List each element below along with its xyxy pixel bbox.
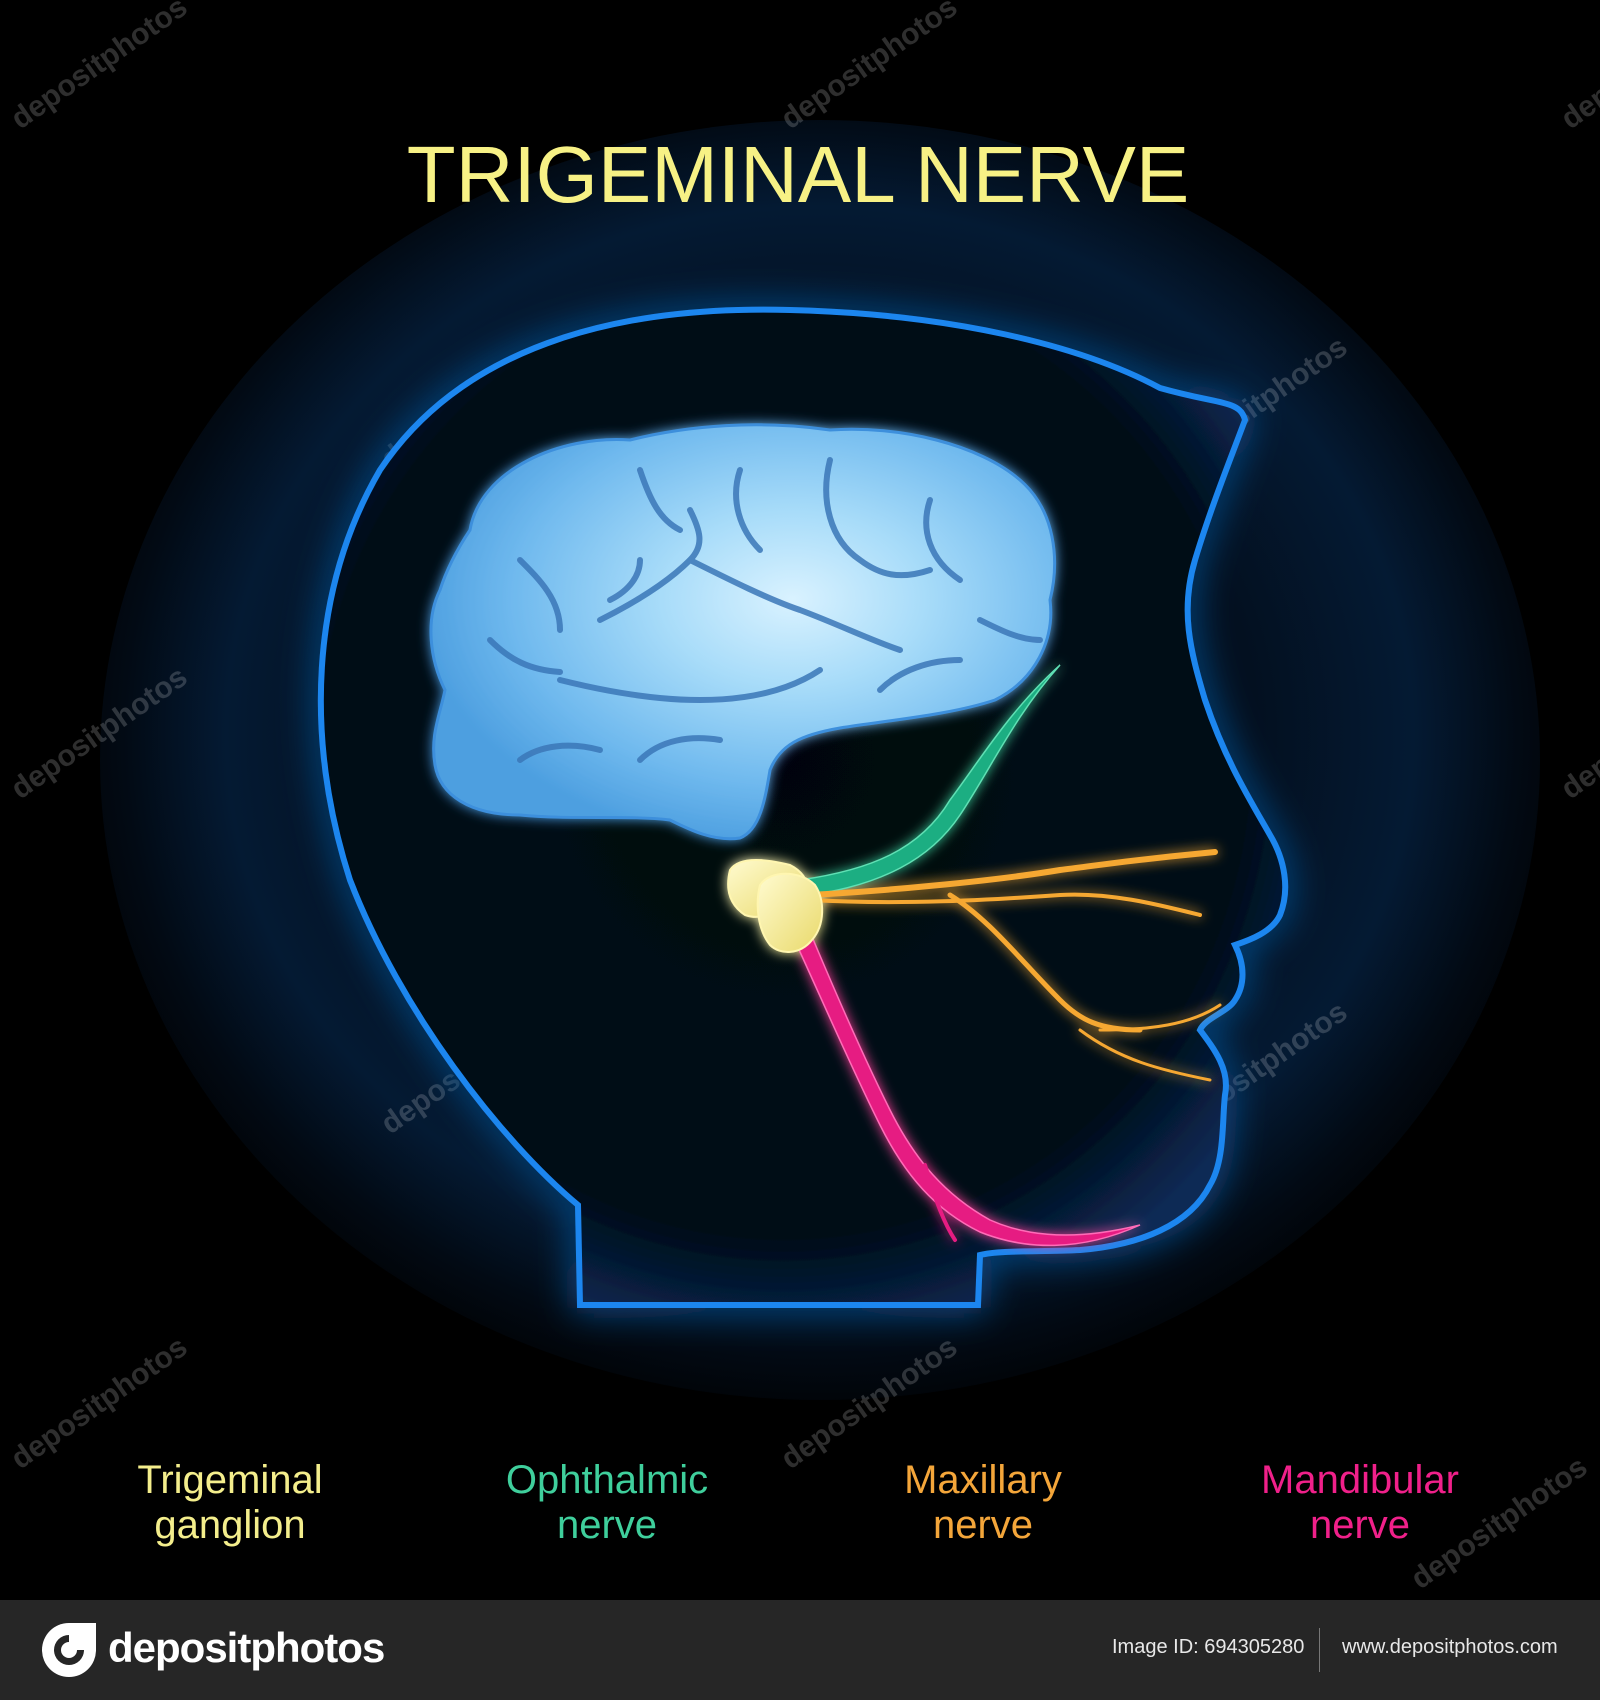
label-mandibular-line2: nerve (1310, 1503, 1410, 1547)
label-mandibular-line1: Mandibular (1261, 1458, 1459, 1502)
diagram-title: TRIGEMINAL NERVE (407, 130, 1189, 219)
label-ganglion-line1: Trigeminal (137, 1458, 322, 1502)
site-url[interactable]: www.depositphotos.com (1342, 1636, 1558, 1658)
footer-bar: depositphotos Image ID: 694305280 www.de… (0, 1600, 1600, 1700)
ophthalmic-nerve (798, 664, 1061, 896)
trigeminal-diagram: depositphotos depositphotos depositphoto… (5, 0, 1600, 1596)
legend-labels: Trigeminal ganglion Ophthalmic nerve Max… (137, 1458, 1459, 1547)
brand-name: depositphotos (108, 1624, 385, 1671)
label-ophthalmic-line1: Ophthalmic (506, 1458, 708, 1502)
maxillary-nerve (807, 849, 1222, 1082)
mandibular-nerve (789, 918, 1141, 1247)
brain (429, 423, 1056, 841)
label-ophthalmic-line2: nerve (557, 1503, 657, 1547)
footer-divider (1319, 1628, 1320, 1672)
label-ganglion-line2: ganglion (154, 1503, 305, 1547)
label-maxillary-line2: nerve (933, 1503, 1033, 1547)
nerve-branches (727, 664, 1222, 1247)
image-id: Image ID: 694305280 (1112, 1636, 1305, 1658)
trigeminal-ganglion (727, 859, 824, 953)
label-maxillary-line1: Maxillary (904, 1458, 1062, 1502)
depositphotos-logo-icon (42, 1623, 96, 1677)
